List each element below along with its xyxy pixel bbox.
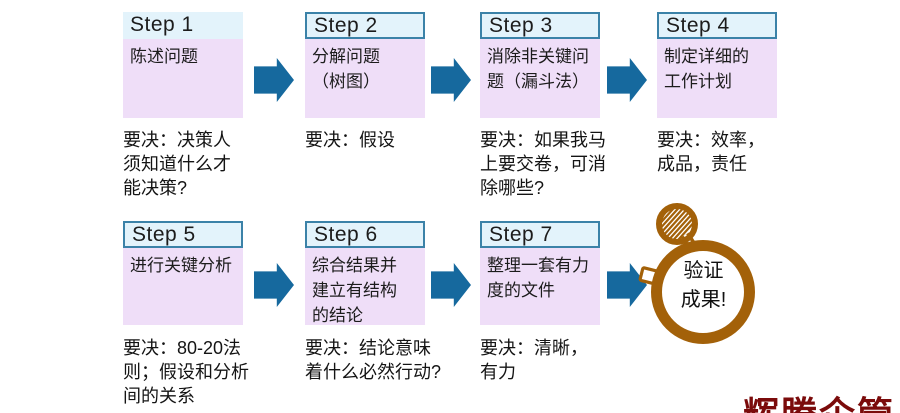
stopwatch-label: 验证 成果! <box>680 260 727 311</box>
step-3-box: Step 3 消除非关键问 题（漏斗法） <box>480 12 600 118</box>
arrow-right-icon <box>254 263 294 307</box>
step-1-keypoint: 要决：决策人 须知道什么才 能决策? <box>123 130 231 198</box>
step-4-keypoint: 要决：效率， 成品，责任 <box>657 130 765 174</box>
step-1-box: Step 1 陈述问题 <box>123 12 243 118</box>
step-6-keypoint: 要决：结论意味 着什么必然行动? <box>305 338 442 382</box>
step-4-box: Step 4 制定详细的 工作计划 <box>657 12 777 118</box>
arrow-right-icon <box>431 263 471 307</box>
step-7-description: 整理一套有力 度的文件 <box>480 248 600 325</box>
step-3-description: 消除非关键问 题（漏斗法） <box>480 39 600 118</box>
step-1-title: Step 1 <box>123 12 243 39</box>
step-4-title: Step 4 <box>657 12 777 39</box>
step-5-box: Step 5 进行关键分析 <box>123 221 243 325</box>
step-4-description: 制定详细的 工作计划 <box>657 39 777 118</box>
step-7-box: Step 7 整理一套有力 度的文件 <box>480 221 600 325</box>
step-2-box: Step 2 分解问题 （树图） <box>305 12 425 118</box>
step-5-keypoint: 要决：80-20法 则；假设和分析 间的关系 <box>123 338 249 406</box>
step-6-description: 综合结果并 建立有结构 的结论 <box>305 248 425 325</box>
company-logo: 辉腾企管 <box>743 386 895 413</box>
step-1-description: 陈述问题 <box>123 39 243 118</box>
step-6-title: Step 6 <box>305 221 425 248</box>
step-5-title: Step 5 <box>123 221 243 248</box>
step-2-description: 分解问题 （树图） <box>305 39 425 118</box>
step-3-title: Step 3 <box>480 12 600 39</box>
step-5-description: 进行关键分析 <box>123 248 243 325</box>
step-2-keypoint: 要决：假设 <box>305 130 395 150</box>
arrow-right-icon <box>431 58 471 102</box>
arrow-right-icon <box>254 58 294 102</box>
step-3-keypoint: 要决：如果我马 上要交卷，可消 除哪些? <box>480 130 606 198</box>
step-7-keypoint: 要决：清晰， 有力 <box>480 338 588 382</box>
step-7-title: Step 7 <box>480 221 600 248</box>
stopwatch-icon <box>638 203 755 344</box>
arrow-right-icon <box>607 58 647 102</box>
step-2-title: Step 2 <box>305 12 425 39</box>
step-6-box: Step 6 综合结果并 建立有结构 的结论 <box>305 221 425 325</box>
